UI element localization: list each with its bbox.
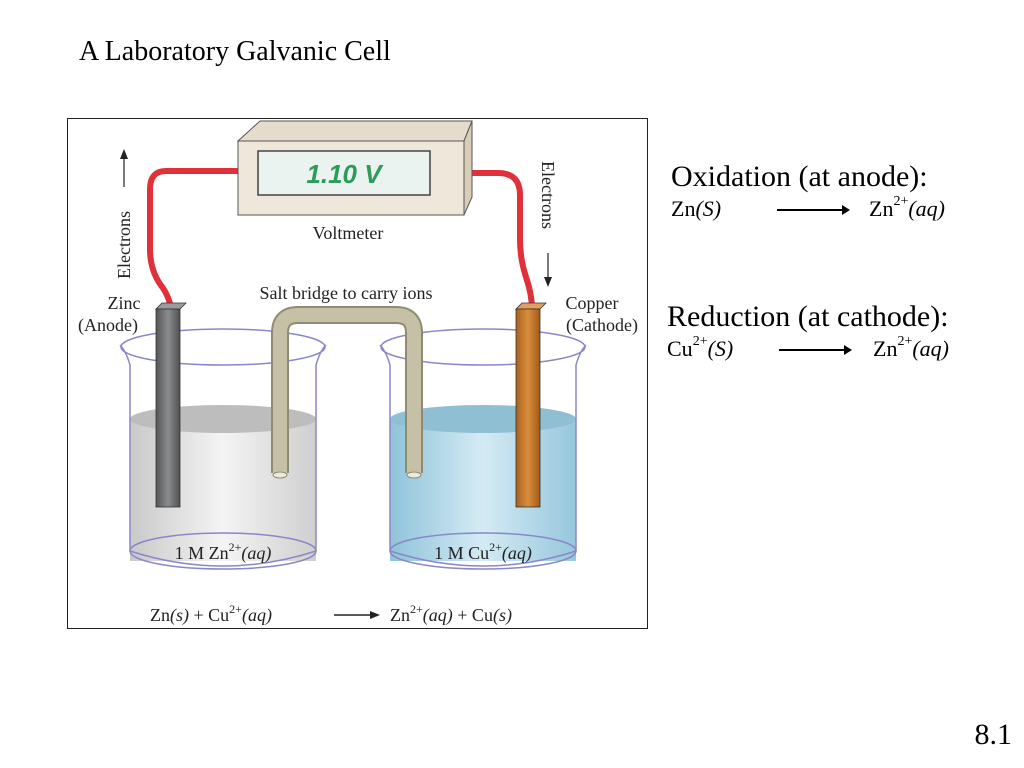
- left-wire-lower: [148, 171, 243, 315]
- voltmeter-label: Voltmeter: [313, 223, 384, 243]
- copper-label: Copper: [566, 293, 619, 313]
- voltmeter-display: [257, 150, 431, 196]
- left-wire: [147, 168, 246, 320]
- voltmeter-top: [236, 120, 473, 142]
- voltmeter-reading: 1.10 V: [306, 159, 384, 189]
- oxidation-product: Zn2+(aq): [869, 194, 946, 222]
- zinc-electrode: [155, 302, 187, 508]
- galvanic-cell-diagram: 1.10 V Voltmeter Electrons Electrons Zin…: [78, 120, 638, 626]
- reduction-product: Zn2+(aq): [873, 334, 950, 362]
- overall-reactants: Zn(s) + Cu2+(aq): [150, 602, 272, 626]
- reduction-heading: Reduction (at cathode):: [667, 300, 949, 333]
- oxidation-block: Oxidation (at anode): Zn(S) Zn2+(aq): [671, 160, 991, 224]
- right-wire: [460, 170, 535, 312]
- zinc-beaker: [119, 328, 327, 570]
- zinc-electrode-top: [155, 302, 187, 310]
- right-electrons-annotation: Electrons: [538, 161, 558, 287]
- copper-beaker-base: [389, 532, 577, 570]
- cathode-label: (Cathode): [566, 315, 638, 336]
- left-electrons-annotation: Electrons: [114, 149, 134, 279]
- copper-beaker-outline: [379, 344, 587, 567]
- salt-bridge-right-end: [406, 471, 422, 479]
- copper-electrode: [515, 302, 547, 508]
- overall-reaction-arrowhead: [370, 611, 380, 619]
- galvanic-cell-figure: 1.10 V Voltmeter Electrons Electrons Zin…: [67, 118, 648, 629]
- oxidation-heading: Oxidation (at anode):: [671, 160, 928, 193]
- salt-bridge-label: Salt bridge to carry ions: [260, 283, 433, 303]
- oxidation-equation: Zn(S) Zn2+(aq): [671, 194, 991, 224]
- zinc-beaker-rim: [120, 328, 326, 366]
- salt-bridge-fill: [273, 308, 421, 473]
- reduction-equation: Cu2+(S) Zn2+(aq): [667, 334, 1007, 364]
- reduction-reactant: Cu2+(S): [667, 334, 734, 362]
- zinc-beaker-outline: [119, 344, 327, 567]
- oxidation-reactant: Zn(S): [671, 196, 722, 221]
- slide-title: A Laboratory Galvanic Cell: [79, 36, 391, 67]
- oxidation-arrow: [777, 205, 850, 215]
- copper-electrode-body: [515, 308, 541, 508]
- left-electrons-label: Electrons: [114, 211, 134, 279]
- reduction-arrow: [779, 345, 852, 355]
- copper-beaker-rim: [380, 328, 586, 366]
- right-electrons-label: Electrons: [538, 161, 558, 229]
- left-electron-arrowhead: [120, 149, 128, 159]
- zinc-beaker-base: [129, 532, 317, 570]
- anode-label: (Anode): [78, 315, 138, 336]
- copper-electrode-top: [515, 302, 547, 310]
- voltmeter: 1.10 V Voltmeter: [236, 120, 473, 243]
- copper-solution-label: 1 M Cu2+(aq): [434, 540, 532, 564]
- right-electron-arrowhead: [544, 277, 552, 287]
- slide-number: 8.1: [974, 718, 1013, 751]
- zinc-label: Zinc: [108, 293, 141, 313]
- overall-products: Zn2+(aq) + Cu(s): [390, 602, 512, 626]
- overall-reaction: Zn(s) + Cu2+(aq) Zn2+(aq) + Cu(s): [150, 602, 512, 626]
- salt-bridge-left-end: [272, 471, 288, 479]
- zinc-solution-label: 1 M Zn2+(aq): [175, 540, 272, 564]
- zinc-electrode-body: [155, 308, 181, 508]
- reduction-block: Reduction (at cathode): Cu2+(S) Zn2+(aq): [667, 300, 1007, 364]
